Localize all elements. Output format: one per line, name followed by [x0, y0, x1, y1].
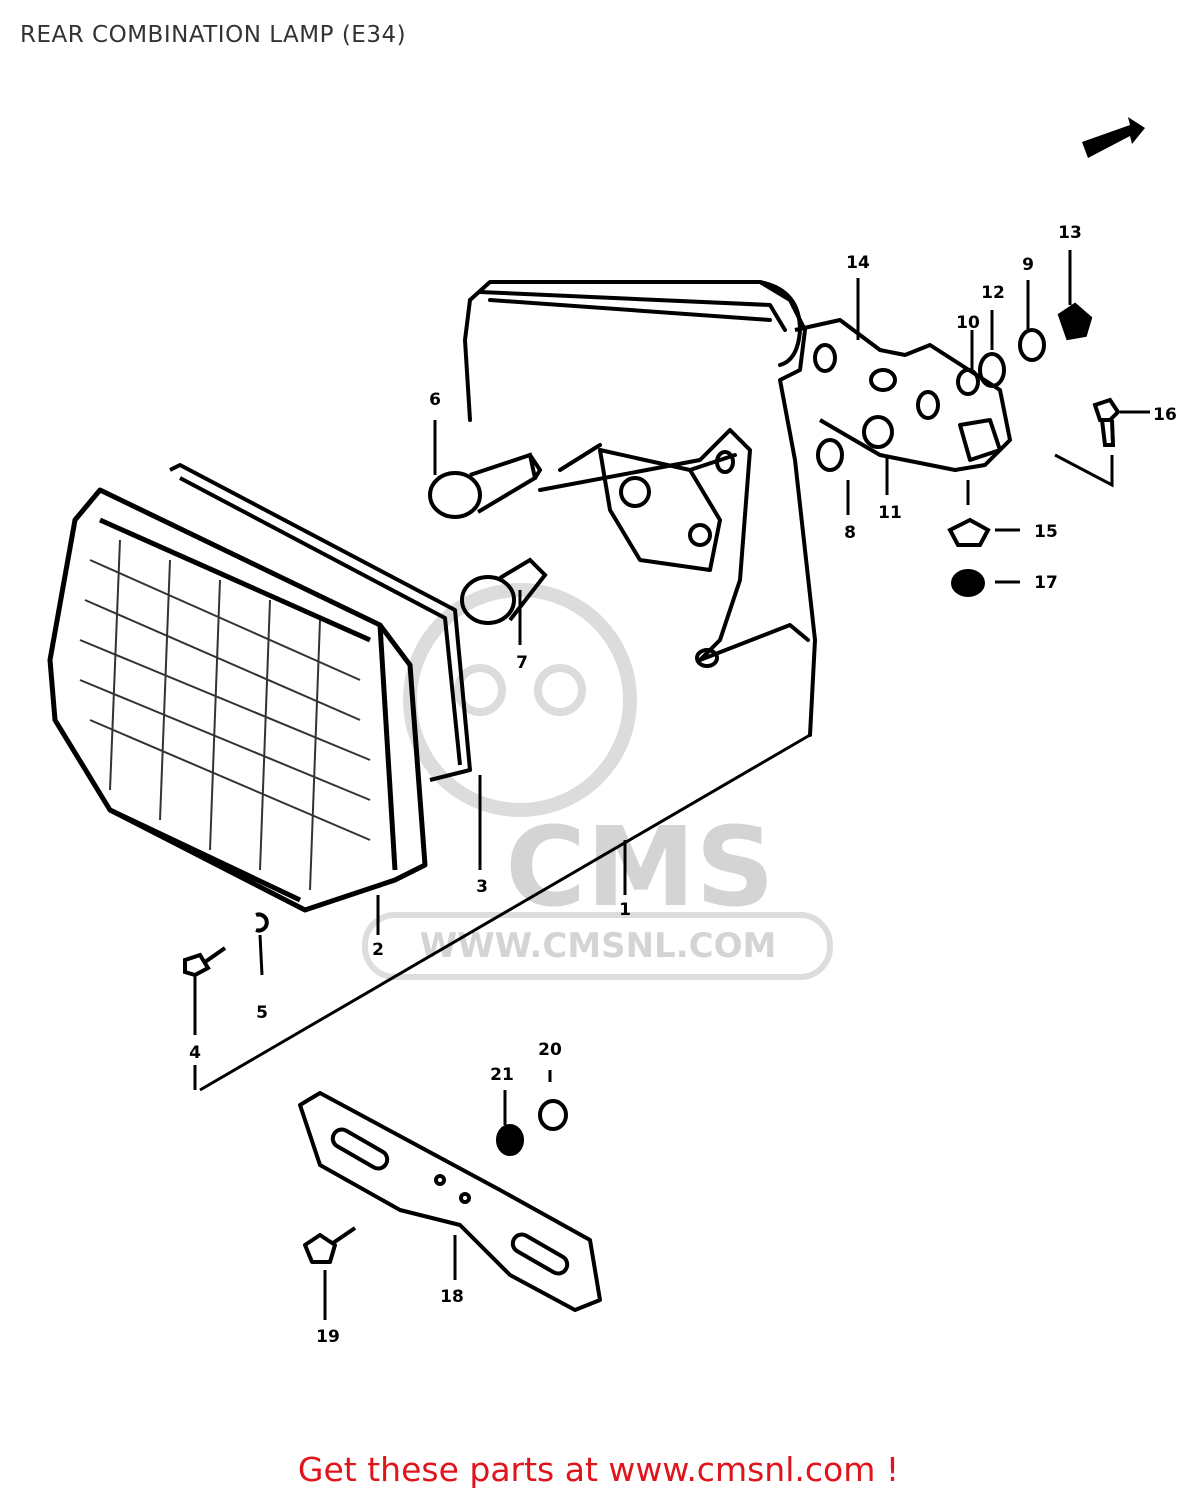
callout-4: 4 [189, 1043, 201, 1063]
callout-13: 13 [1058, 223, 1082, 243]
callout-14: 14 [846, 253, 870, 273]
watermark-url: WWW.CMSNL.COM [420, 926, 777, 966]
callout-15: 15 [1034, 522, 1058, 542]
callout-9: 9 [1022, 255, 1034, 275]
mounting-bracket [794, 318, 1012, 472]
nut-17 [951, 569, 985, 597]
gasket [169, 463, 472, 782]
footer-link[interactable]: Get these parts at www.cmsnl.com ! [297, 1450, 900, 1489]
watermark: CMS WWW.CMSNL.COM [362, 583, 833, 980]
callout-6: 6 [429, 390, 441, 410]
front-arrow-icon [1082, 117, 1145, 158]
leader-lines [193, 250, 1150, 1320]
callout-1: 1 [619, 900, 631, 920]
callout-16: 16 [1153, 405, 1177, 425]
bulb-6 [428, 452, 543, 519]
callouts: 1 2 3 4 5 6 7 8 9 10 11 12 13 14 15 16 1… [189, 223, 1177, 1347]
watermark-brand: CMS [505, 803, 774, 931]
lamp-housing [463, 280, 817, 737]
cushion-12 [978, 352, 1006, 388]
callout-2: 2 [372, 940, 384, 960]
callout-21: 21 [490, 1065, 514, 1085]
nut-21 [496, 1124, 524, 1156]
callout-8: 8 [844, 523, 856, 543]
callout-5: 5 [256, 1003, 268, 1023]
page-title: REAR COMBINATION LAMP (E34) [20, 22, 407, 48]
collar-10 [956, 368, 980, 396]
callout-12: 12 [981, 283, 1005, 303]
callout-19: 19 [316, 1327, 340, 1347]
washer-11 [862, 415, 894, 449]
callout-18: 18 [440, 1287, 464, 1307]
callout-20: 20 [538, 1040, 562, 1060]
callout-11: 11 [878, 503, 902, 523]
bolt-16 [1092, 397, 1121, 447]
nut-20 [538, 1099, 568, 1131]
callout-3: 3 [476, 877, 488, 897]
washer-8 [816, 438, 844, 472]
lens [47, 487, 428, 913]
screw-4 [183, 946, 227, 978]
washer-5 [255, 912, 269, 933]
callout-10: 10 [956, 313, 980, 333]
washer-9 [1018, 328, 1046, 362]
callout-17: 17 [1034, 573, 1058, 593]
screw-19 [303, 1226, 357, 1264]
callout-7: 7 [516, 653, 528, 673]
fasteners [183, 302, 1121, 978]
nut-15 [947, 517, 991, 547]
license-bracket [298, 1091, 602, 1312]
bulb-7 [460, 557, 548, 625]
nut-13 [1057, 302, 1093, 341]
